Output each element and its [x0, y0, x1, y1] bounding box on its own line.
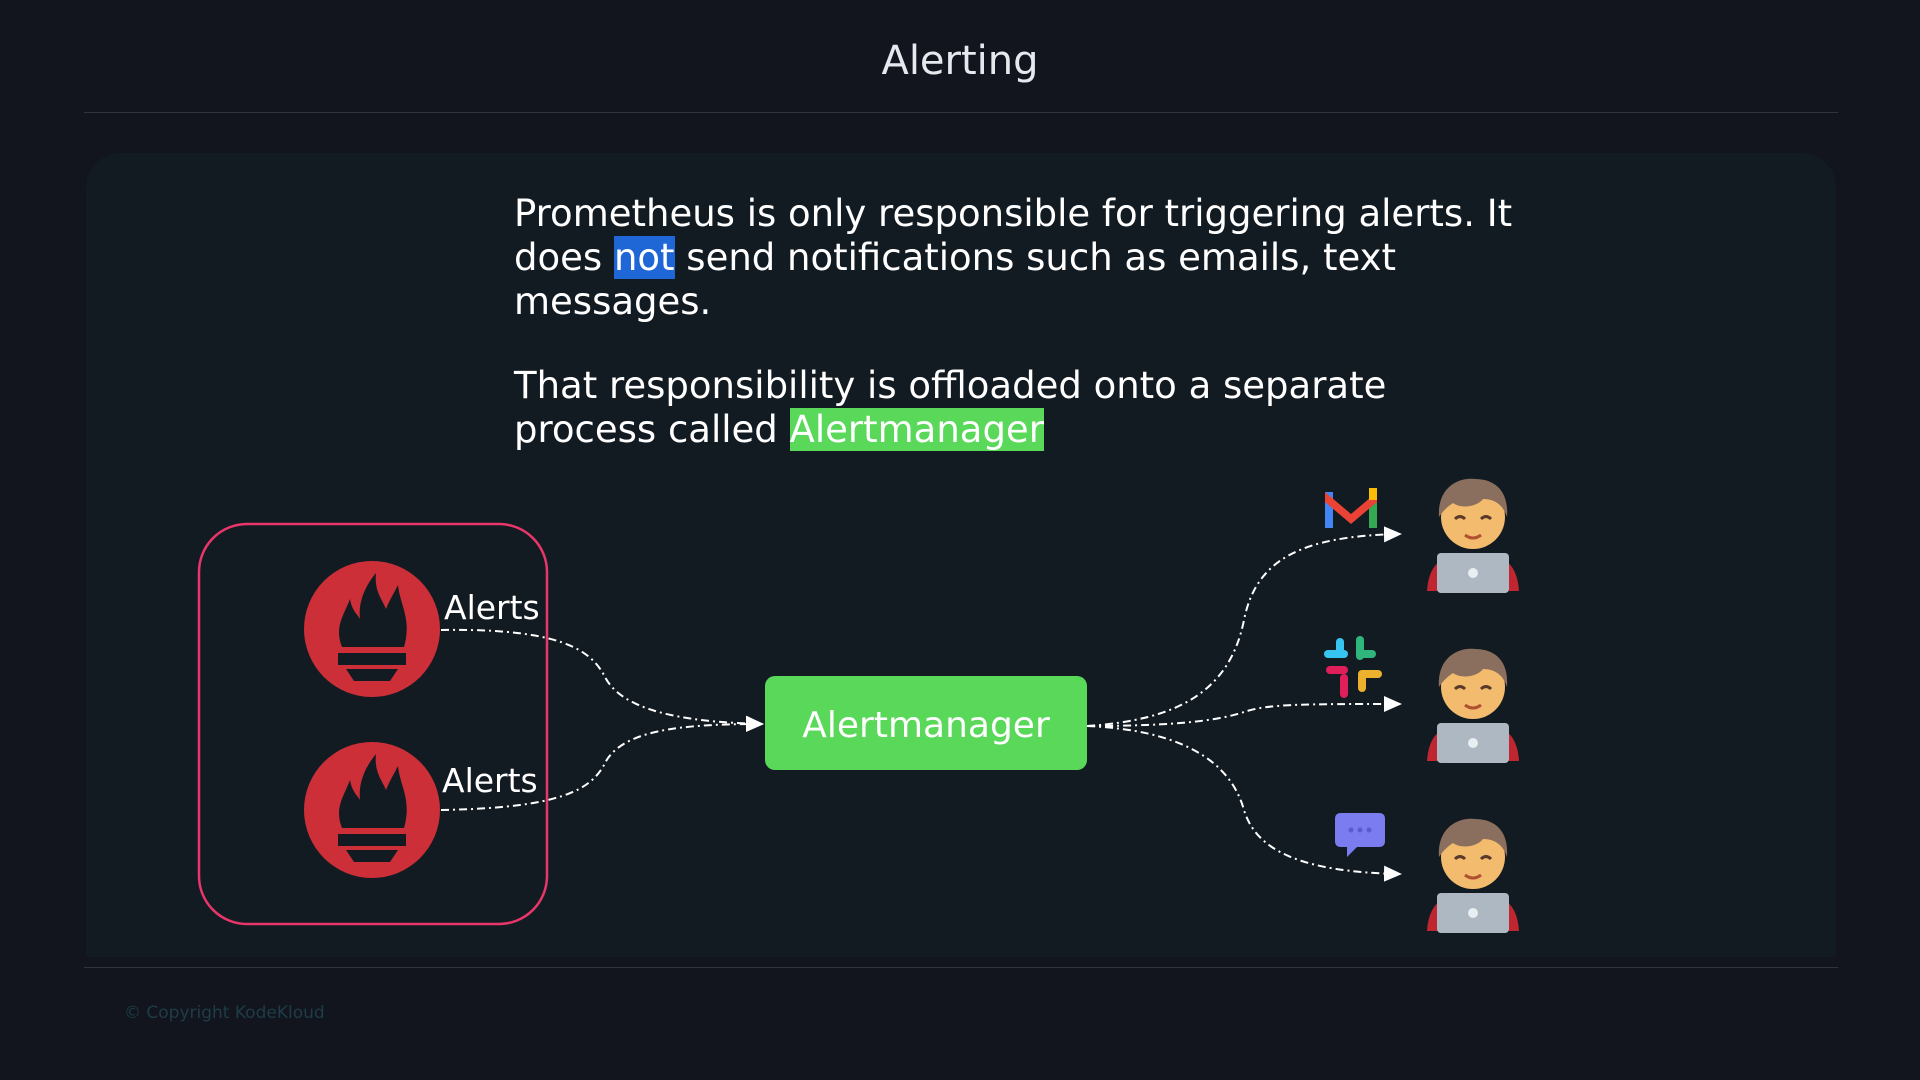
prometheus-logo-top	[304, 561, 440, 697]
alerts-label-bottom: Alerts	[442, 761, 538, 800]
slide-title: Alerting	[881, 38, 1039, 84]
paragraph-prometheus-responsibility: Prometheus is only responsible for trigg…	[514, 192, 1514, 324]
highlight-not: not	[613, 236, 675, 279]
recipient-user-1	[1425, 477, 1521, 595]
arrow-to-chat-recipient	[1086, 725, 1402, 882]
paragraph1-text-end: send notifications such as emails, text …	[514, 236, 1397, 323]
title-divider	[84, 112, 1838, 113]
gmail-icon	[1325, 488, 1377, 528]
paragraph2-text-start: That responsibility is offloaded onto a …	[514, 364, 1387, 451]
paragraph1-text-start: Prometheus is only responsible for trigg…	[514, 192, 1513, 279]
arrow-prometheus-top-to-alertmanager	[440, 628, 764, 732]
copyright-text: © Copyright KodeKloud	[124, 1003, 325, 1023]
footer-divider	[84, 967, 1838, 968]
recipient-user-2	[1425, 647, 1521, 765]
prometheus-group-box	[197, 522, 549, 926]
recipient-user-3	[1425, 817, 1521, 935]
paragraph-offloaded: That responsibility is offloaded onto a …	[514, 364, 1514, 452]
alerts-label-top: Alerts	[444, 588, 540, 627]
slack-icon	[1324, 636, 1382, 698]
prometheus-logo-bottom	[304, 742, 440, 878]
arrow-prometheus-bottom-to-alertmanager	[440, 716, 764, 811]
alertmanager-box	[765, 676, 1087, 770]
arrow-to-slack-recipient	[1086, 696, 1402, 727]
chat-icon	[1335, 813, 1385, 857]
alertmanager-label: Alertmanager	[802, 705, 1050, 746]
arrow-to-email-recipient	[1086, 526, 1402, 727]
highlight-alertmanager: Alertmanager	[789, 408, 1044, 451]
